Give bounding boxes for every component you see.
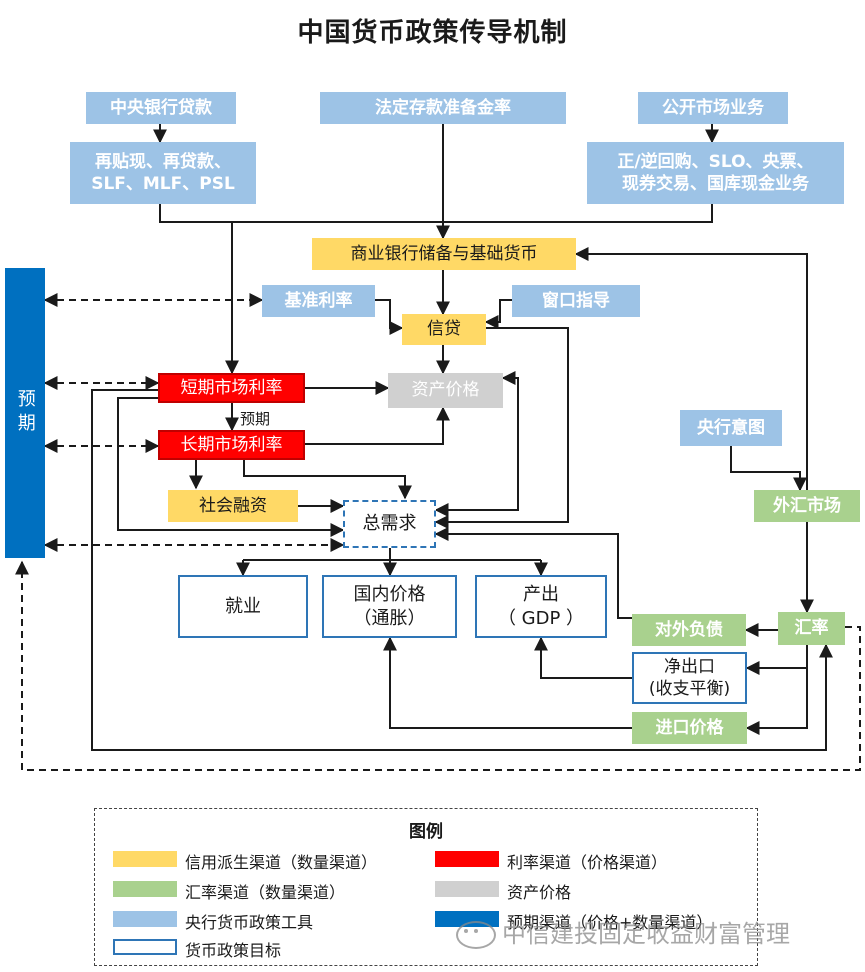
asset-price-label: 资产价格 (411, 380, 480, 401)
aggregate-demand-box: 总需求 (343, 500, 436, 548)
short-term-rate-label: 短期市场利率 (180, 377, 283, 398)
expectation-bar: 预期 (5, 268, 45, 558)
legend-label-credit: 信用派生渠道（数量渠道） (185, 853, 378, 872)
net-export-label: 净出口 (收支平衡) (648, 656, 731, 699)
legend-swatch-tool (113, 911, 177, 927)
watermark: 中信建投固定收益财富管理 (456, 914, 790, 949)
benchmark-rate-box: 基准利率 (262, 285, 375, 317)
repo-box: 正/逆回购、SLO、央票、 现券交易、国库现金业务 (587, 142, 844, 204)
exchange-rate-box: 汇率 (778, 612, 845, 645)
reserve-ratio-box: 法定存款准备金率 (320, 92, 566, 124)
aggregate-demand-label: 总需求 (362, 513, 417, 535)
asset-price-box: 资产价格 (388, 373, 503, 408)
long-term-rate-box: 长期市场利率 (158, 430, 305, 460)
import-price-box: 进口价格 (632, 712, 747, 744)
employment-box: 就业 (178, 575, 308, 638)
arrow-rate-to-import (745, 668, 808, 735)
central-intent-label: 央行意图 (697, 417, 765, 438)
social-financing-label: 社会融资 (199, 495, 267, 516)
arrow-import-to-price (383, 636, 632, 729)
arrow-benchmark-to-credit (375, 299, 404, 335)
arrow-short-loop-to-demand (117, 397, 345, 537)
open-market-box: 公开市场业务 (638, 92, 788, 124)
domestic-price-box: 国内价格 （通胀） (322, 575, 457, 638)
watermark-text: 中信建投固定收益财富管理 (502, 920, 790, 948)
short-term-rate-box: 短期市场利率 (158, 373, 305, 403)
legend-swatch-target (113, 939, 177, 955)
central-intent-box: 央行意图 (680, 410, 782, 446)
legend: 图例 信用派生渠道（数量渠道） 利率渠道（价格渠道） 汇率渠道（数量渠道） 资产… (94, 808, 758, 966)
arrow-window-to-credit (484, 299, 512, 329)
reserve-ratio-label: 法定存款准备金率 (375, 97, 511, 118)
external-debt-box: 对外负债 (632, 614, 746, 646)
net-export-box: 净出口 (收支平衡) (632, 652, 747, 704)
legend-swatch-credit (113, 851, 177, 867)
legend-label-tool: 央行货币政策工具 (185, 913, 314, 932)
repo-label: 正/逆回购、SLO、央票、 现券交易、国库现金业务 (617, 151, 814, 194)
credit-box: 信贷 (402, 314, 486, 345)
rediscount-label: 再贴现、再贷款、 SLF、MLF、PSL (91, 151, 235, 194)
legend-swatch-fx (113, 881, 177, 897)
rediscount-box: 再贴现、再贷款、 SLF、MLF、PSL (70, 142, 256, 204)
arrow-fx-to-bank (574, 247, 808, 492)
external-debt-label: 对外负债 (655, 619, 723, 640)
bank-reserve-label: 商业银行储备与基础货币 (350, 243, 538, 264)
output-label: 产出 （ GDP ） (497, 584, 585, 629)
fx-market-label: 外汇市场 (773, 495, 841, 516)
legend-label-expect: 预期渠道（价格+数量渠道） (507, 913, 713, 932)
arrow-tools-merge (159, 204, 713, 223)
social-financing-box: 社会融资 (168, 490, 298, 522)
central-bank-loan-box: 中央银行贷款 (86, 92, 236, 124)
open-market-label: 公开市场业务 (662, 97, 764, 118)
arrow-rate-to-net-export (745, 645, 808, 675)
arrow-outer-loop (91, 389, 833, 751)
legend-swatch-asset (435, 881, 499, 897)
wechat-icon (456, 921, 496, 949)
legend-label-asset: 资产价格 (507, 883, 572, 902)
arrow-credit-to-demand (434, 327, 569, 529)
long-term-rate-label: 长期市场利率 (180, 434, 283, 455)
benchmark-rate-label: 基准利率 (284, 290, 353, 311)
import-price-label: 进口价格 (655, 717, 724, 738)
bank-reserve-box: 商业银行储备与基础货币 (312, 238, 576, 270)
central-bank-loan-label: 中央银行贷款 (110, 97, 212, 118)
window-guidance-label: 窗口指导 (542, 290, 610, 311)
output-box: 产出 （ GDP ） (475, 575, 607, 638)
fx-market-box: 外汇市场 (754, 490, 860, 522)
legend-swatch-rate (435, 851, 499, 867)
employment-label: 就业 (225, 595, 261, 617)
legend-title: 图例 (409, 822, 443, 842)
credit-label: 信贷 (427, 319, 461, 340)
legend-label-rate: 利率渠道（价格渠道） (507, 853, 668, 872)
page-title: 中国货币政策传导机制 (297, 18, 568, 48)
arrow-long-to-demand (243, 460, 412, 500)
arrow-asset-to-demand (434, 371, 519, 517)
domestic-price-label: 国内价格 （通胀） (353, 584, 426, 629)
window-guidance-box: 窗口指导 (512, 285, 640, 317)
legend-label-fx: 汇率渠道（数量渠道） (185, 883, 346, 902)
expectation-arrow-label: 预期 (240, 410, 271, 428)
expectation-label: 预期 (14, 389, 36, 437)
legend-label-target: 货币政策目标 (185, 941, 282, 960)
arrow-expect-outer (15, 560, 861, 771)
exchange-rate-label: 汇率 (794, 618, 829, 639)
arrow-debt-to-demand (434, 527, 632, 619)
arrow-intent-to-fx (730, 446, 807, 492)
arrow-net-export-to-output (534, 636, 632, 679)
arrow-long-rate-to-asset (305, 406, 450, 445)
